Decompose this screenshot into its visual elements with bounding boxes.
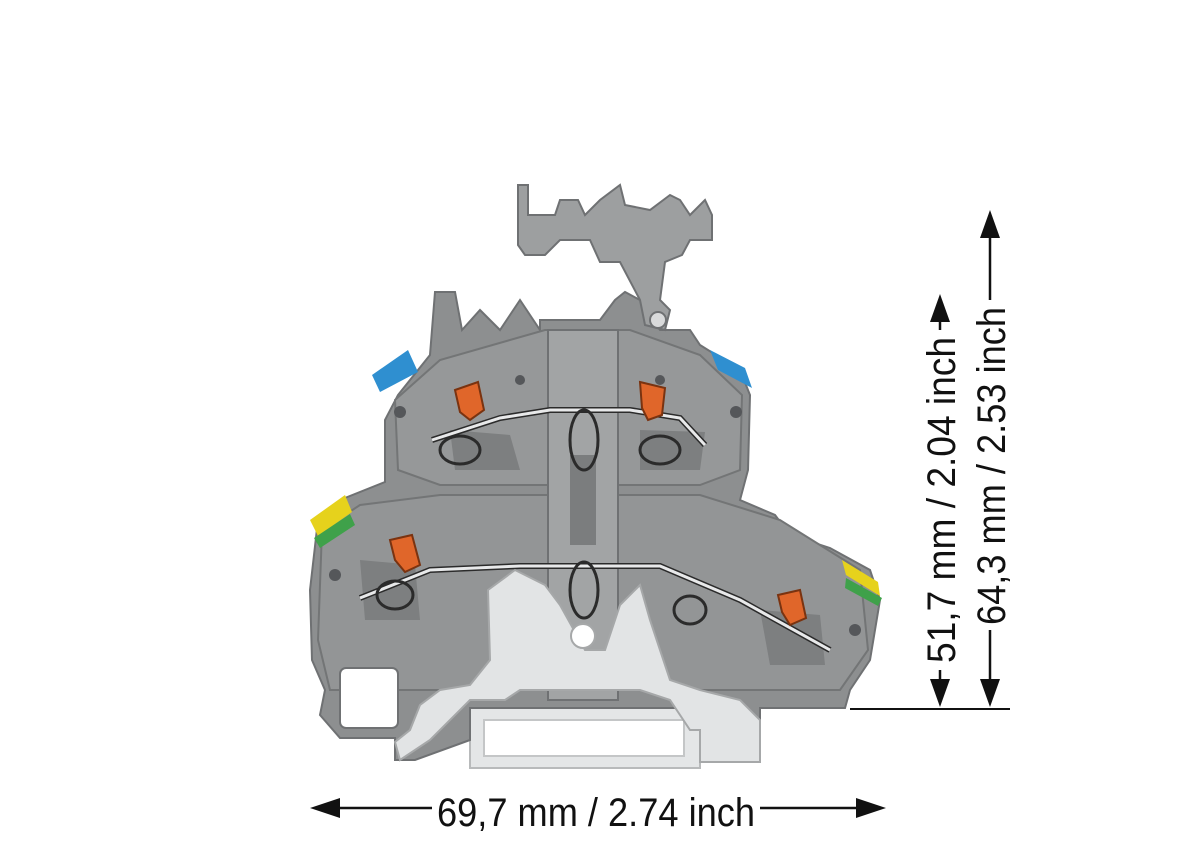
marker-yellow-green — [310, 495, 352, 536]
arrow-up-icon — [930, 294, 950, 322]
lever — [776, 588, 808, 627]
conductor-markers — [310, 350, 882, 606]
comb-hole — [649, 311, 667, 329]
latch-opening — [339, 667, 399, 729]
width-dimension: 69,7 mm / 2.74 inch — [310, 791, 886, 835]
marker-blue — [372, 350, 418, 392]
marker-blue — [710, 350, 752, 388]
hole — [730, 406, 742, 418]
marker-yellow-green — [314, 514, 355, 548]
height-total-label: 64,3 mm / 2.53 inch — [970, 307, 1014, 625]
hole — [655, 375, 665, 385]
lever — [388, 533, 422, 574]
hole — [849, 624, 861, 636]
marker-yellow-green — [842, 560, 880, 596]
height-upper-dimension: 51,7 mm / 2.04 inch — [920, 294, 964, 707]
arrow-down-icon — [980, 679, 1000, 707]
height-total-dimension: 64,3 mm / 2.53 inch — [970, 210, 1014, 707]
arrow-up-icon — [980, 210, 1000, 238]
height-upper-label: 51,7 mm / 2.04 inch — [920, 337, 964, 663]
arrow-down-icon — [930, 679, 950, 707]
current-bars — [358, 407, 832, 653]
arrow-right-icon — [856, 798, 886, 818]
terminal-housing — [308, 290, 882, 761]
jumper-comb — [517, 183, 713, 332]
push-in-levers — [388, 380, 808, 627]
hole — [329, 569, 341, 581]
din-rail — [469, 707, 701, 769]
hole — [394, 406, 406, 418]
lever — [638, 380, 667, 422]
marker-yellow-green — [845, 578, 882, 606]
lever — [453, 380, 486, 422]
width-label: 69,7 mm / 2.74 inch — [437, 791, 755, 835]
foot-hole — [570, 623, 596, 649]
arrow-left-icon — [310, 798, 340, 818]
mounting-foot — [393, 568, 761, 763]
hole — [515, 375, 525, 385]
